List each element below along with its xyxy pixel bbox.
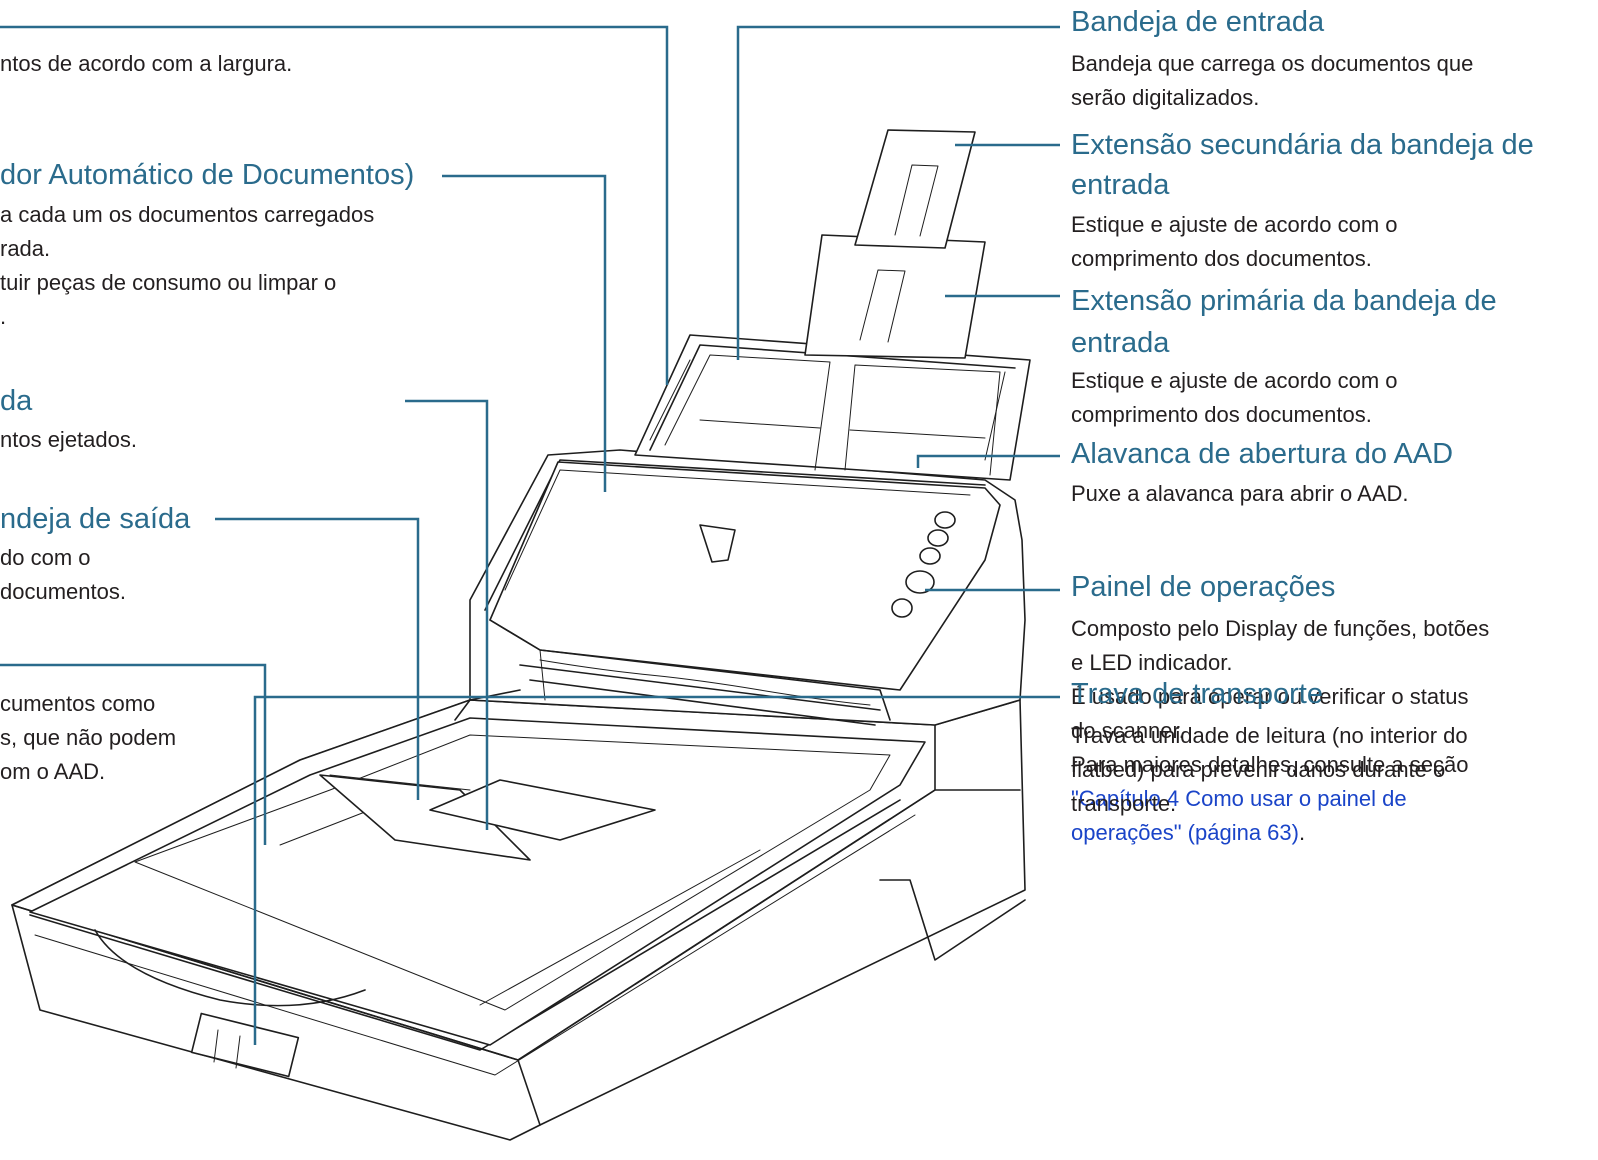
primary-extension xyxy=(804,234,986,359)
title-line: entrada xyxy=(1071,327,1170,359)
secondary-extension xyxy=(854,129,976,249)
desc-line: rada. xyxy=(0,236,51,261)
desc-line: cumentos como xyxy=(0,691,156,716)
line-input-tray xyxy=(736,25,1060,360)
line-transport-lock xyxy=(253,695,1060,1045)
left-callout-5-desc: cumentos como s, que não podem om o AAD. xyxy=(0,687,176,789)
button-2 xyxy=(927,529,949,547)
primary-extension-title: Extensão primária da bandeja de entrada xyxy=(1071,280,1497,364)
desc-line: serão digitalizados. xyxy=(1071,85,1260,110)
title-line: Extensão secundária da bandeja de xyxy=(1071,129,1534,161)
desc-line: flatbed) para prevenir danos durante o xyxy=(1071,757,1446,782)
desc-line: tuir peças de consumo ou limpar o xyxy=(0,270,337,295)
left-callout-2-title: dor Automático de Documentos) xyxy=(0,159,415,191)
desc-line: ntos ejetados. xyxy=(0,427,137,452)
desc-line: Puxe a alavanca para abrir o AAD. xyxy=(1071,481,1409,506)
chapter-4-link-line-1[interactable]: "Capítulo 4 Como usar o painel de xyxy=(1071,786,1407,811)
desc-line: documentos. xyxy=(0,579,126,604)
primary-extension-desc: Estique e ajuste de acordo com o comprim… xyxy=(1071,364,1398,432)
desc-line: Estique e ajuste de acordo com o xyxy=(1071,212,1398,237)
power-button xyxy=(891,598,913,618)
desc-line: Composto pelo Display de funções, botões xyxy=(1071,616,1490,641)
chapter-4-link-line-2[interactable]: operações" (página 63) xyxy=(1071,820,1299,845)
desc-line: Bandeja que carrega os documentos que xyxy=(1071,51,1474,76)
desc-line: a cada um os documentos carregados xyxy=(0,202,375,227)
input-tray xyxy=(634,334,1031,481)
title-line: Bandeja de entrada xyxy=(1071,6,1325,38)
button-1 xyxy=(934,511,956,529)
desc-line: om o AAD. xyxy=(0,759,106,784)
input-tray-title: Bandeja de entrada xyxy=(1071,5,1324,39)
line-adf-lever xyxy=(916,454,1060,468)
left-callout-3-desc: ntos ejetados. xyxy=(0,423,137,457)
left-callout-2-desc: a cada um os documentos carregados rada.… xyxy=(0,198,374,334)
secondary-extension-title: Extensão secundária da bandeja de entrad… xyxy=(1071,125,1534,205)
desc-line: Para maiores detalhes, consulte a seção xyxy=(1071,752,1469,777)
desc-line: ntos de acordo com a largura. xyxy=(0,51,293,76)
title-line: entrada xyxy=(1071,169,1170,201)
title-line: Painel de operações xyxy=(1071,571,1336,603)
desc-line: do com o xyxy=(0,545,91,570)
left-callout-1-desc: ntos de acordo com a largura. xyxy=(0,47,292,81)
transport-lock xyxy=(190,1012,300,1078)
desc-line: Trava a unidade de leitura (no interior … xyxy=(1071,723,1468,748)
line-stacker xyxy=(405,399,489,830)
desc-line: do scanner. xyxy=(1071,718,1185,743)
input-tray-desc: Bandeja que carrega os documentos que se… xyxy=(1071,47,1473,115)
adf-lever-title: Alavanca de abertura do AAD xyxy=(1071,437,1453,471)
desc-line: transporte. xyxy=(1071,791,1177,816)
desc-line: s, que não podem xyxy=(0,725,177,750)
operator-panel-desc: Composto pelo Display de funções, botões… xyxy=(1071,612,1489,850)
left-callout-4-desc: do com o documentos. xyxy=(0,541,126,609)
transport-lock-desc: Trava a unidade de leitura (no interior … xyxy=(1071,719,1468,821)
left-callout-4-title: ndeja de saída xyxy=(0,503,191,535)
desc-line: . xyxy=(0,304,7,329)
desc-line: É usado para operar ou verificar o statu… xyxy=(1071,684,1469,709)
title-line: Alavanca de abertura do AAD xyxy=(1071,438,1454,470)
title-line: Extensão primária da bandeja de xyxy=(1071,285,1497,317)
adf-handle xyxy=(699,524,736,563)
line-paper-guide xyxy=(0,25,669,385)
button-4 xyxy=(905,570,935,594)
secondary-extension-desc: Estique e ajuste de acordo com o comprim… xyxy=(1071,208,1398,276)
line-stacker-extension xyxy=(215,517,420,800)
button-3 xyxy=(919,547,941,565)
left-callout-3-title: da xyxy=(0,385,33,417)
desc-line: comprimento dos documentos. xyxy=(1071,246,1372,271)
title-line: Trava de transporte xyxy=(1071,678,1323,710)
line-adf xyxy=(442,174,607,492)
transport-lock-title: Trava de transporte xyxy=(1071,677,1323,711)
desc-line: Estique e ajuste de acordo com o xyxy=(1071,368,1398,393)
line-flatbed xyxy=(0,663,267,845)
desc-line: comprimento dos documentos. xyxy=(1071,402,1372,427)
link-tail: . xyxy=(1298,820,1306,845)
desc-line: e LED indicador. xyxy=(1071,650,1233,675)
stacker xyxy=(319,774,531,861)
operator-panel-title: Painel de operações xyxy=(1071,570,1335,604)
adf-lever-desc: Puxe a alavanca para abrir o AAD. xyxy=(1071,477,1409,511)
chapter-4-link-line-2-wrap: operações" (página 63). xyxy=(1071,816,1489,850)
